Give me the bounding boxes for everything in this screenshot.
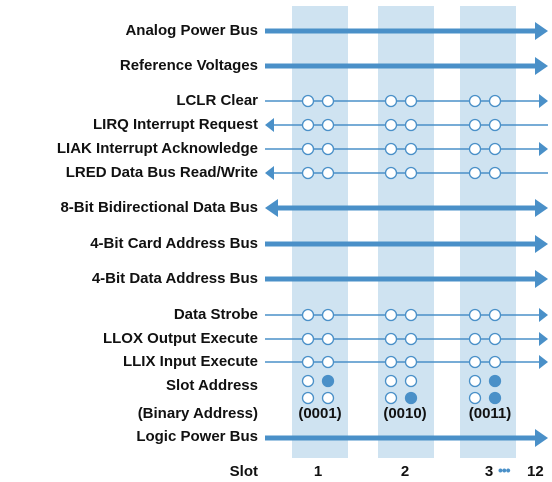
arrow-right-icon (535, 429, 548, 447)
arrow-right-icon (539, 332, 548, 346)
slot-number-2: 2 (400, 463, 410, 480)
slot-number-1: 1 (313, 463, 323, 480)
connector-pin-icon (321, 166, 335, 180)
address-jumper-open-icon (301, 374, 315, 388)
connector-pin-icon (404, 166, 418, 180)
bus-label-reference-voltages: Reference Voltages (119, 57, 258, 74)
slot-ellipsis: ••• (498, 462, 511, 478)
connector-pin-icon (488, 118, 502, 132)
arrow-right-icon (535, 22, 548, 40)
connector-pin-icon (404, 332, 418, 346)
connector-pin-icon (384, 142, 398, 156)
address-jumper-open-icon (404, 374, 418, 388)
slot-column-1 (292, 6, 348, 458)
arrow-right-icon (535, 199, 548, 217)
slot-row-label: Slot (229, 463, 258, 480)
slot-2-binary-address: (0010) (383, 405, 427, 422)
bus-label-lclr: LCLR Clear (176, 92, 258, 109)
slot-column-3 (460, 6, 516, 458)
connector-pin-icon (384, 332, 398, 346)
connector-pin-icon (488, 94, 502, 108)
slot-1-binary-address: (0001) (298, 405, 342, 422)
connector-pin-icon (321, 355, 335, 369)
connector-pin-icon (404, 118, 418, 132)
connector-pin-icon (468, 166, 482, 180)
slot-3-binary-address: (0011) (468, 405, 512, 422)
connector-pin-icon (301, 94, 315, 108)
connector-pin-icon (301, 308, 315, 322)
address-jumper-open-icon (384, 374, 398, 388)
connector-pin-icon (301, 142, 315, 156)
connector-pin-icon (384, 166, 398, 180)
slot-number-3: 3 (484, 463, 494, 480)
arrow-right-icon (539, 355, 548, 369)
bus-label-logic-power: Logic Power Bus (136, 428, 258, 445)
connector-pin-icon (468, 118, 482, 132)
connector-pin-icon (468, 332, 482, 346)
connector-pin-icon (488, 355, 502, 369)
connector-pin-icon (301, 118, 315, 132)
address-jumper-open-icon (321, 391, 335, 405)
connector-pin-icon (321, 332, 335, 346)
connector-pin-icon (384, 118, 398, 132)
arrow-right-icon (535, 270, 548, 288)
connector-pin-icon (488, 142, 502, 156)
arrow-left-icon (265, 166, 274, 180)
connector-pin-icon (384, 355, 398, 369)
address-jumper-open-icon (384, 391, 398, 405)
connector-pin-icon (321, 142, 335, 156)
address-jumper-open-icon (468, 391, 482, 405)
arrow-right-icon (539, 94, 548, 108)
connector-pin-icon (488, 166, 502, 180)
connector-pin-icon (404, 308, 418, 322)
binary-address-label: (Binary Address) (137, 405, 258, 422)
connector-pin-icon (404, 94, 418, 108)
address-jumper-set-icon (488, 374, 502, 388)
bus-label-llix: LLIX Input Execute (122, 353, 258, 370)
arrow-right-icon (539, 308, 548, 322)
connector-pin-icon (321, 308, 335, 322)
address-jumper-open-icon (301, 391, 315, 405)
connector-pin-icon (384, 94, 398, 108)
connector-pin-icon (488, 308, 502, 322)
bus-label-analog-power: Analog Power Bus (125, 22, 258, 39)
slot-number-last: 12 (527, 463, 544, 480)
connector-pin-icon (404, 142, 418, 156)
address-jumper-set-icon (404, 391, 418, 405)
bus-label-lred: LRED Data Bus Read/Write (65, 164, 258, 181)
slot-column-2 (378, 6, 434, 458)
connector-pin-icon (468, 94, 482, 108)
connector-pin-icon (468, 142, 482, 156)
address-jumper-set-icon (488, 391, 502, 405)
connector-pin-icon (321, 94, 335, 108)
arrow-right-icon (535, 235, 548, 253)
bus-label-data-address-bus: 4-Bit Data Address Bus (91, 270, 258, 287)
bus-label-lirq: LIRQ Interrupt Request (92, 116, 258, 133)
connector-pin-icon (404, 355, 418, 369)
connector-pin-icon (488, 332, 502, 346)
bus-label-card-address-bus: 4-Bit Card Address Bus (90, 235, 258, 252)
bus-label-data-bus: 8-Bit Bidirectional Data Bus (60, 199, 258, 216)
address-jumper-set-icon (321, 374, 335, 388)
arrow-right-icon (539, 142, 548, 156)
bus-label-data-strobe: Data Strobe (173, 306, 258, 323)
connector-pin-icon (384, 308, 398, 322)
arrow-right-icon (535, 57, 548, 75)
connector-pin-icon (301, 332, 315, 346)
bus-label-liak: LIAK Interrupt Acknowledge (56, 140, 258, 157)
connector-pin-icon (468, 355, 482, 369)
connector-pin-icon (301, 355, 315, 369)
arrow-left-icon (265, 199, 278, 217)
connector-pin-icon (468, 308, 482, 322)
connector-pin-icon (321, 118, 335, 132)
arrow-left-icon (265, 118, 274, 132)
connector-pin-icon (301, 166, 315, 180)
slot-address-label: Slot Address (166, 377, 258, 394)
bus-label-llox: LLOX Output Execute (102, 330, 258, 347)
address-jumper-open-icon (468, 374, 482, 388)
